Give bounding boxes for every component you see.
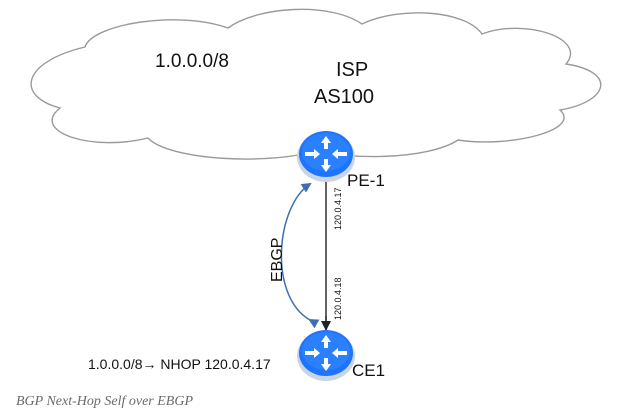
route-entry-label: 1.0.0.0/8→ NHOP 120.0.4.17: [88, 356, 271, 372]
isp-label: ISP: [336, 59, 368, 81]
pe-interface-ip: 120.0.4.17: [333, 187, 343, 230]
ebgp-session-arrow: [280, 182, 320, 329]
ce-router-label: CE1: [352, 361, 385, 380]
figure-caption: BGP Next-Hop Self over EBGP: [16, 394, 194, 409]
pe-router-label: PE-1: [347, 171, 385, 190]
cloud-prefix-label: 1.0.0.0/8: [155, 51, 229, 72]
ce-router-icon: [297, 330, 355, 381]
isp-cloud-shape: [30, 8, 602, 160]
ce-interface-ip: 120.0.4.18: [333, 277, 343, 320]
pe-router-icon: [297, 131, 355, 182]
as-number-label: AS100: [314, 86, 374, 108]
ebgp-session-label: EBGP: [269, 238, 286, 282]
